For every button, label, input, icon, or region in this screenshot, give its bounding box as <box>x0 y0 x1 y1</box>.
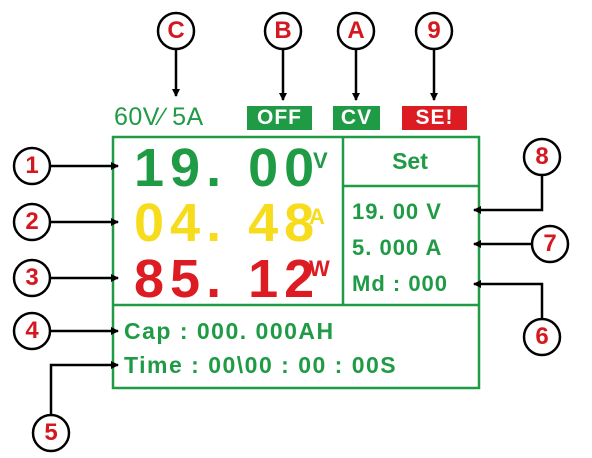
mode-badge: CV <box>340 106 373 129</box>
rating-label: 60V∕ 5A <box>114 103 204 131</box>
callout-label-c: C <box>167 17 185 44</box>
output-state-badge: OFF <box>257 106 302 129</box>
current-reading: 04. 48 <box>134 193 321 253</box>
callout-label-4: 4 <box>25 317 39 344</box>
capacity-readout: Cap : 000. 000AH <box>124 318 335 344</box>
callout-label-6: 6 <box>535 323 549 350</box>
callout-label-a: A <box>347 17 365 44</box>
callout-label-2: 2 <box>25 208 39 235</box>
set-panel-title: Set <box>392 148 428 174</box>
arrow-8 <box>473 175 544 214</box>
callout-label-5: 5 <box>44 419 58 446</box>
set-mode: Md : 000 <box>352 271 449 296</box>
set-current: 5. 000 A <box>352 235 443 260</box>
arrow-5 <box>49 361 119 415</box>
callout-label-b: B <box>274 17 292 44</box>
set-voltage: 19. 00 V <box>352 199 442 224</box>
callout-label-1: 1 <box>25 152 39 179</box>
power-unit: W <box>309 256 330 281</box>
callout-label-8: 8 <box>535 143 549 170</box>
arrow-6 <box>473 280 544 319</box>
time-readout: Time : 00\00 : 00 : 00S <box>124 352 398 378</box>
current-unit: A <box>309 204 325 229</box>
voltage-unit: V <box>313 148 328 173</box>
callout-label-3: 3 <box>25 264 39 291</box>
voltage-reading: 19. 00 <box>134 138 321 198</box>
callout-label-9: 9 <box>427 17 441 44</box>
error-badge: SE! <box>415 106 454 129</box>
power-reading: 85. 12 <box>134 249 321 309</box>
callout-label-7: 7 <box>543 230 557 257</box>
